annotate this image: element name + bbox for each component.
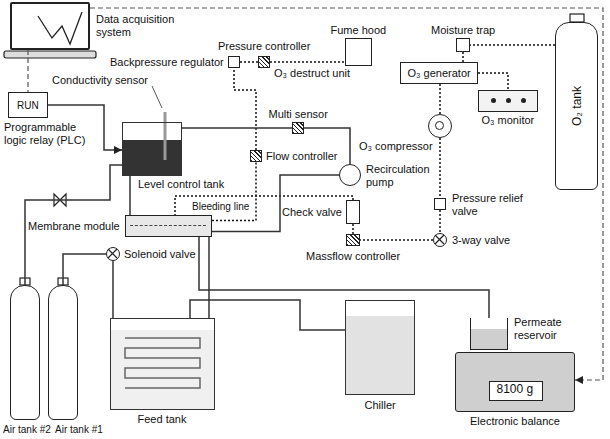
component-label: 3-way valve [452,234,510,247]
gas-line [462,52,464,62]
annotation-label: Bleeding line [192,200,249,213]
liquid-line [63,254,106,285]
signal-line [90,8,603,380]
component-label: Fume hood [331,24,387,37]
component-label: Pressure relief valve [452,192,532,218]
inner-label: O₃ generator [408,67,471,80]
gas-line [360,239,433,241]
component-label: Massflow controller [306,250,400,263]
controller-symbol: Massflow controller [346,234,360,246]
rotor [435,121,444,130]
plc-box: RUNProgrammable logic relay (PLC) [8,92,48,118]
feed-water [111,330,214,409]
valve-box: Check valve [346,200,360,224]
component-label: Air tank #2 [3,423,51,436]
display-dot [521,98,526,103]
display-dot [491,98,496,103]
gas-cylinder: Air tank #1 [48,285,78,420]
leader-line [152,86,162,108]
liquid-line [112,261,114,318]
monitor-base [4,51,96,58]
chiller-water [346,316,414,394]
gas-line [478,73,508,90]
component-label: Backpressure regulator [110,56,224,69]
graph-trace [12,4,88,48]
component-label: Multi sensor [269,108,328,121]
component-label: Air tank #1 [55,423,103,436]
chiller-bath: Chiller [345,300,415,395]
liquid-line [129,176,131,215]
component-label: Level control tank [138,178,224,191]
gas-cylinder: O₂ tank [555,22,598,190]
generator-box: O₃ generator [400,62,478,84]
gas-cylinder: Air tank #2 [10,285,40,420]
feed-tank: Feed tank [110,318,215,410]
component-label: Chiller [365,399,396,412]
reservoir-beaker: Permeate reservoir [470,318,508,350]
level-tank: Level control tank [122,122,182,176]
liquid-line [199,237,489,318]
gas-line [439,138,441,198]
liquid-line [25,165,122,285]
regulator-box: Backpressure regulator [228,56,240,68]
gas-line [234,68,256,150]
component-label: Recirculation pump [366,163,436,189]
component-label: Pressure controller [218,40,310,53]
membrane-module: Membrane module [125,215,212,237]
inner-label: RUN [17,99,39,112]
component-label: Moisture trap [431,24,495,37]
component-label: 8100 g [497,383,534,396]
valve-symbol: 3-way valve [433,233,447,247]
liquid-line [182,127,292,129]
monitor-display: O₃ monitor [478,90,538,112]
fume-hood: Fume hood [345,38,372,66]
gas-line [470,44,555,46]
component-label: Electronic balance [470,415,560,428]
monitor-screen: Data acquisition system [10,2,90,50]
valve-cross [434,234,445,245]
sensor-symbol: Multi sensor [292,122,304,134]
component-label: Programmable logic relay (PLC) [4,121,96,147]
controller-symbol: Flow controller [250,150,262,162]
conductivity-probe [164,112,167,160]
valve-symbol: Solenoid valve [106,247,120,261]
display-dot [506,98,511,103]
component-label: O₃ monitor [482,114,535,127]
gas-line [270,61,345,63]
pump-circle: Recirculation pump [339,164,361,186]
gas-line [439,210,441,233]
tank-valve [570,14,584,22]
membrane-line [130,225,206,226]
annotation-label: Conductivity sensor [52,74,148,87]
liquid-line [208,237,210,318]
tank-liquid [123,140,181,175]
gas-line [352,224,354,234]
component-label: Data acquisition system [96,13,184,39]
component-label: Check valve [282,206,342,219]
annotation-label: O₃ destruct unit [274,67,350,80]
valve-cross [107,248,118,259]
component-label: Feed tank [138,413,187,426]
balance-body: 8100 gElectronic balance [455,352,575,412]
compressor-circle: O₃ compressor [428,114,452,138]
controller-symbol: Pressure controller [258,56,270,68]
component-label: O₃ compressor [359,140,433,153]
gas-line [240,61,258,63]
component-label: Solenoid valve [124,248,196,261]
liquid-line [190,300,345,330]
gas-line [439,84,441,114]
valve-box: Pressure relief valve [434,198,446,210]
component-label: Permeate reservoir [514,316,594,342]
signal-line [27,50,28,92]
moisture-trap: Moisture trap [456,38,470,52]
cooling-coil [125,338,200,388]
inner-label: O₂ tank [570,86,583,126]
component-label: Membrane module [28,220,120,233]
component-label: Flow controller [266,150,338,163]
